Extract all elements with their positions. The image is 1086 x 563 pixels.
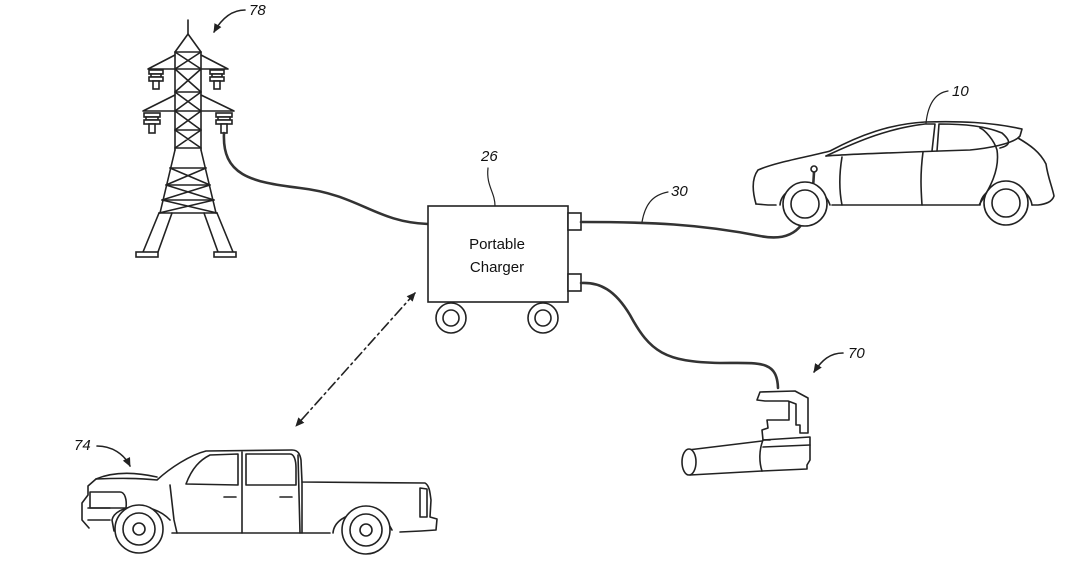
ref-number-30: 30 xyxy=(671,183,688,200)
car-front-wheel xyxy=(779,181,831,227)
electric-car-icon xyxy=(752,120,1055,227)
power-tower-icon xyxy=(135,19,237,258)
leaf-blower-icon xyxy=(681,390,811,476)
charge-port xyxy=(810,165,818,173)
ref-label-70: 70 xyxy=(813,345,865,373)
ref-number-78: 78 xyxy=(249,2,266,19)
ref-label-26: 26 xyxy=(480,148,498,207)
ref-label-10: 10 xyxy=(925,83,969,124)
ref-number-70: 70 xyxy=(848,345,865,362)
ref-number-26: 26 xyxy=(480,148,498,165)
ref-label-74: 74 xyxy=(74,437,131,467)
ref-number-74: 74 xyxy=(74,437,91,454)
truck-rear-wheel xyxy=(341,505,391,555)
charger-wheel-left xyxy=(435,302,467,334)
charger-label-line2: Charger xyxy=(470,259,524,276)
ref-label-78: 78 xyxy=(213,2,266,33)
ref-label-30: 30 xyxy=(641,183,688,223)
tool-cable xyxy=(579,281,780,390)
ref-number-10: 10 xyxy=(952,83,969,100)
charger-wheel-right xyxy=(527,302,559,334)
car-rear-wheel xyxy=(979,180,1033,226)
pickup-truck-icon xyxy=(81,449,438,555)
charger-label-line1: Portable xyxy=(469,236,525,253)
charging-cable-30 xyxy=(579,170,816,239)
grid-cable xyxy=(222,131,430,226)
wireless-link-arrow xyxy=(295,292,416,427)
truck-front-wheel xyxy=(114,504,164,554)
portable-charger: Portable Charger xyxy=(427,205,582,334)
